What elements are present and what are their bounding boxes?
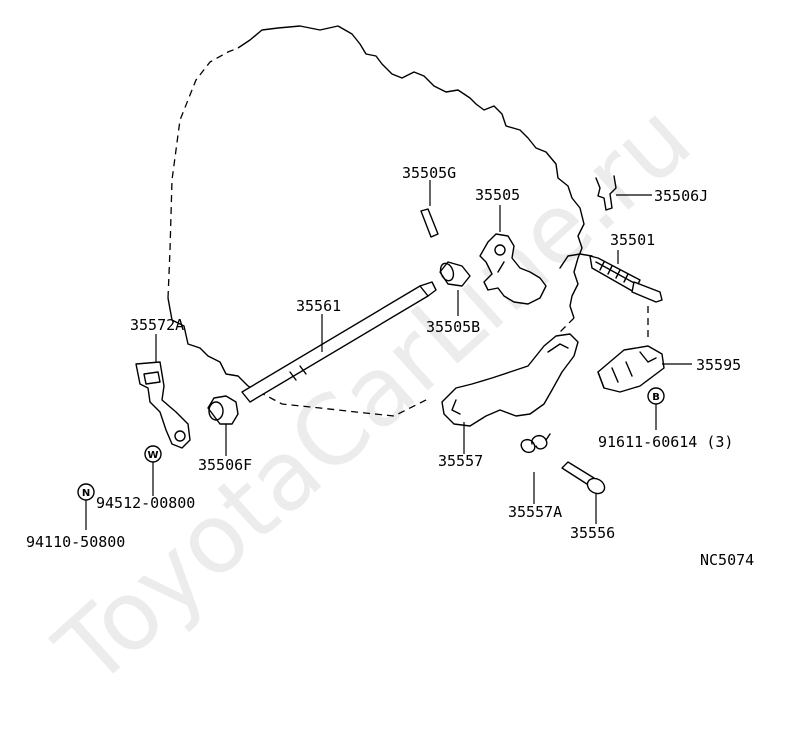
label-91611-60614: 91611-60614 (3) xyxy=(598,433,733,451)
label-35572A: 35572A xyxy=(130,316,184,334)
part-35505B-bushing xyxy=(439,261,471,316)
part-35561-shift-shaft xyxy=(241,281,437,403)
nut-badge-n: N xyxy=(77,483,95,530)
svg-text:N: N xyxy=(82,488,90,499)
diagram-code: NC5074 xyxy=(700,551,754,569)
part-35572A-bracket xyxy=(135,334,191,449)
washer-badge-w: W xyxy=(144,445,162,496)
bolt-badge-b: B xyxy=(647,387,665,430)
watermark-text: ToyotaCarLine.ru xyxy=(35,82,712,707)
svg-text:B: B xyxy=(652,392,660,403)
label-35506F: 35506F xyxy=(198,456,252,474)
label-35557: 35557 xyxy=(438,452,483,470)
label-35505G: 35505G xyxy=(402,164,456,182)
part-35505G-pin xyxy=(420,180,439,238)
part-35556-pin xyxy=(561,461,606,524)
label-35556: 35556 xyxy=(570,524,615,542)
svg-text:W: W xyxy=(147,450,158,461)
label-35506J: 35506J xyxy=(654,187,708,205)
label-35501: 35501 xyxy=(610,231,655,249)
part-35557-shift-lever xyxy=(441,333,579,454)
label-35505: 35505 xyxy=(475,186,520,204)
label-94512-00800: 94512-00800 xyxy=(96,494,195,512)
label-35557A: 35557A xyxy=(508,503,562,521)
label-94110-50800: 94110-50800 xyxy=(26,533,125,551)
part-35506J-clip xyxy=(595,175,652,211)
label-35595: 35595 xyxy=(696,356,741,374)
part-35595-guide xyxy=(597,345,692,393)
part-35505-shift-head xyxy=(479,205,547,305)
part-35557A-spring xyxy=(520,433,551,504)
part-35506F-bushing xyxy=(207,395,239,456)
transmission-housing-outline xyxy=(167,25,585,417)
label-35505B: 35505B xyxy=(426,318,480,336)
label-35561: 35561 xyxy=(296,297,341,315)
part-35501-selector-rod xyxy=(559,250,663,342)
